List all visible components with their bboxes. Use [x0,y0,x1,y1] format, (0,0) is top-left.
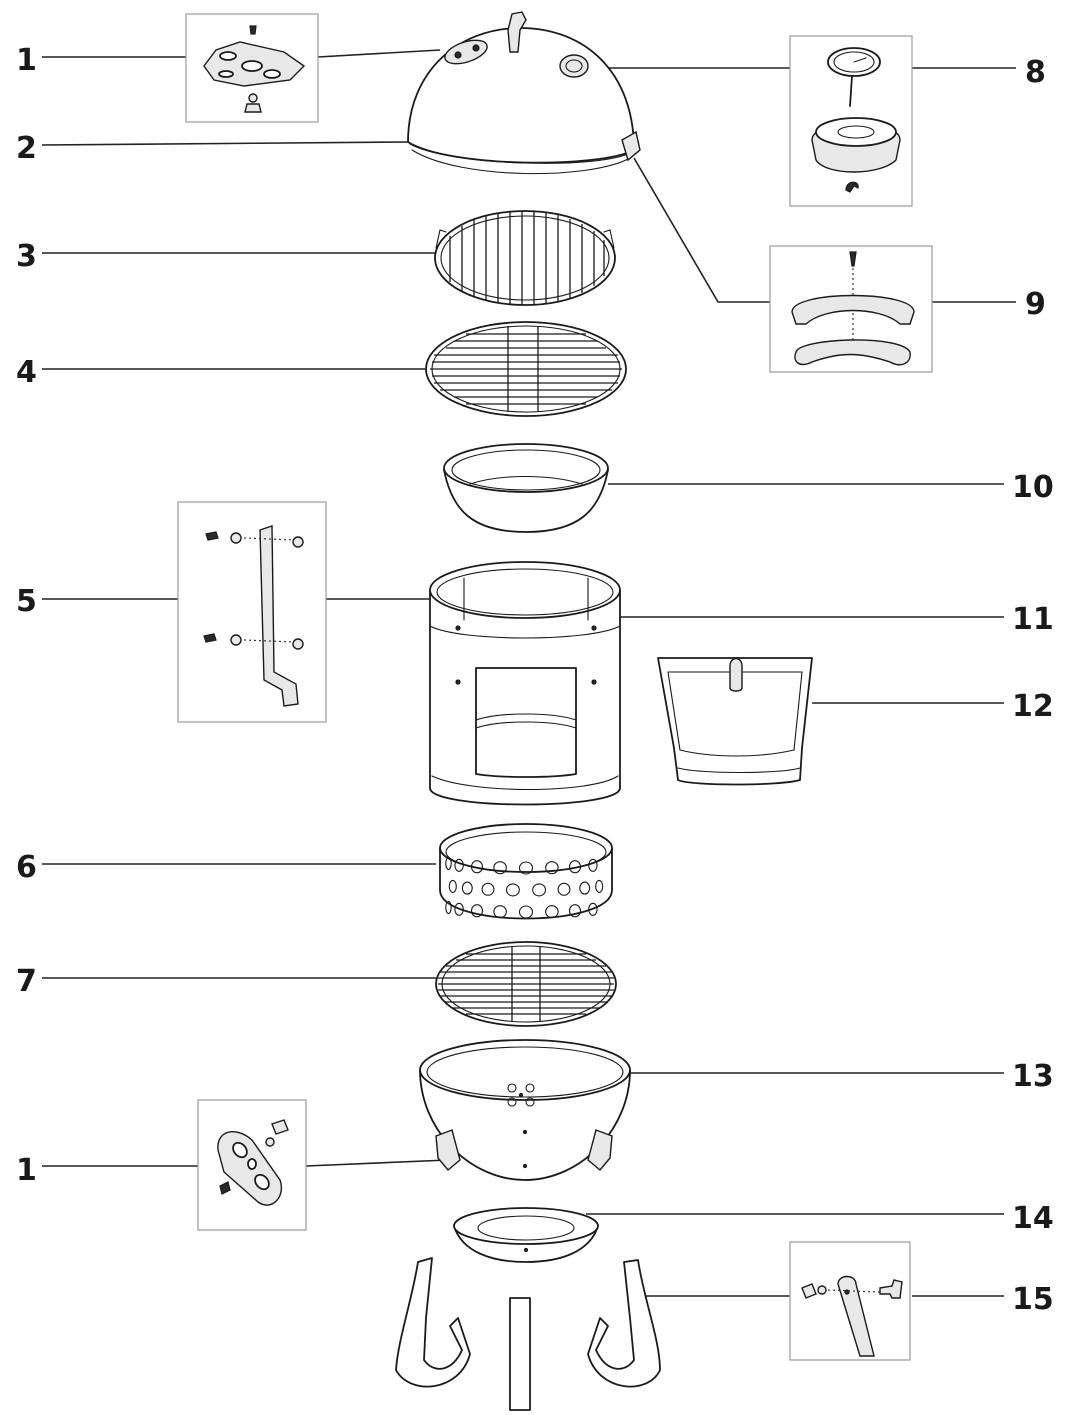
lid [407,11,641,175]
leg-nut-icon [801,1283,817,1299]
water-pan [443,443,609,533]
charcoal-bowl [419,1039,631,1181]
inset-door-bracket [177,501,327,723]
leg-left [395,1257,471,1388]
ring-hole [557,882,571,896]
callout-4: 4 [16,355,37,390]
lid-thermometer-grommet-icon [559,54,589,78]
charcoal-ring [439,823,613,920]
callout-11: 11 [1012,602,1054,637]
ring-hole [445,900,452,915]
callout-10: 10 [1012,470,1054,505]
ring-hole [448,879,457,893]
ring-holes [445,856,604,919]
damper-screw-icon [249,25,257,35]
inset-thermometer [789,35,913,207]
ring-hole [545,861,559,875]
ring-hole [532,883,547,897]
leg-bolt-icon [879,1279,903,1299]
ring-hole [588,858,598,872]
ring-hole [545,905,559,919]
ring-hole [518,861,534,875]
callout-15: 15 [1012,1282,1054,1317]
bracket-nut-icon [292,536,304,548]
leader-lines [41,49,1016,1297]
bottom-damper-screw-icon [219,1181,231,1195]
ring-hole [445,856,452,871]
ring-hole [579,881,591,895]
callout-12: 12 [1012,689,1054,724]
callout-3: 3 [16,239,37,274]
callout-7: 7 [16,964,37,999]
bottom-damper-nut-icon [271,1119,289,1135]
leg-right [587,1259,661,1388]
bowl-leg-bracket-right-icon [587,1129,613,1171]
ash-pan [453,1207,599,1263]
thermometer-clip-icon [845,181,859,193]
inset-damper-top [185,13,319,123]
lid-side-handle-icon [621,130,641,162]
callout-numbers: 1 2 3 4 5 6 7 1 8 9 10 11 12 13 14 15 [16,43,1054,1317]
ring-hole [454,858,464,872]
bracket-hardware-lower [203,633,304,650]
bracket-hardware-upper [205,531,304,548]
callout-8: 8 [1025,55,1046,90]
handle-screw-icon [849,251,857,267]
middle-section [429,561,621,806]
callout-2: 2 [16,131,37,166]
bracket-bolt-icon [205,531,219,541]
ring-hole [461,881,473,895]
ring-hole [493,861,507,875]
callout-1-bottom: 1 [16,1153,37,1188]
callout-6: 6 [16,850,37,885]
ring-hole [568,904,582,918]
ring-hole [493,905,507,919]
bowl-leg-bracket-left-icon [435,1129,461,1171]
handle-bracket-icon [791,294,915,325]
charcoal-grate [435,941,617,1027]
damper-nut-icon [244,103,262,113]
ring-hole [518,905,534,919]
door-handle-icon [729,657,743,692]
bracket-bar-icon [259,525,299,707]
callout-14: 14 [1012,1201,1054,1236]
leg-center [509,1297,531,1411]
ring-hole [588,902,598,916]
ring-hole [595,879,604,893]
ring-hole [481,882,495,896]
ring-hole [470,904,484,918]
handle-grip-icon [794,339,911,366]
callout-1-top: 1 [16,43,37,78]
inset-lid-handle [769,245,933,373]
callout-13: 13 [1012,1059,1054,1094]
lid-handle-icon [507,11,527,53]
callout-9: 9 [1025,287,1046,322]
inset-leg-hardware [789,1241,911,1361]
ring-hole [568,860,582,874]
callout-5: 5 [16,584,37,619]
legs [395,1257,661,1411]
damper-washer-icon [248,93,258,103]
inset-damper-bottom [197,1099,307,1231]
ring-hole [505,883,520,897]
leg-segment-icon [837,1275,875,1357]
cooking-grate-lower [425,321,627,417]
cooking-grate-upper [434,210,616,306]
access-door [657,657,813,786]
ring-hole [470,860,484,874]
ring-hole [454,902,464,916]
